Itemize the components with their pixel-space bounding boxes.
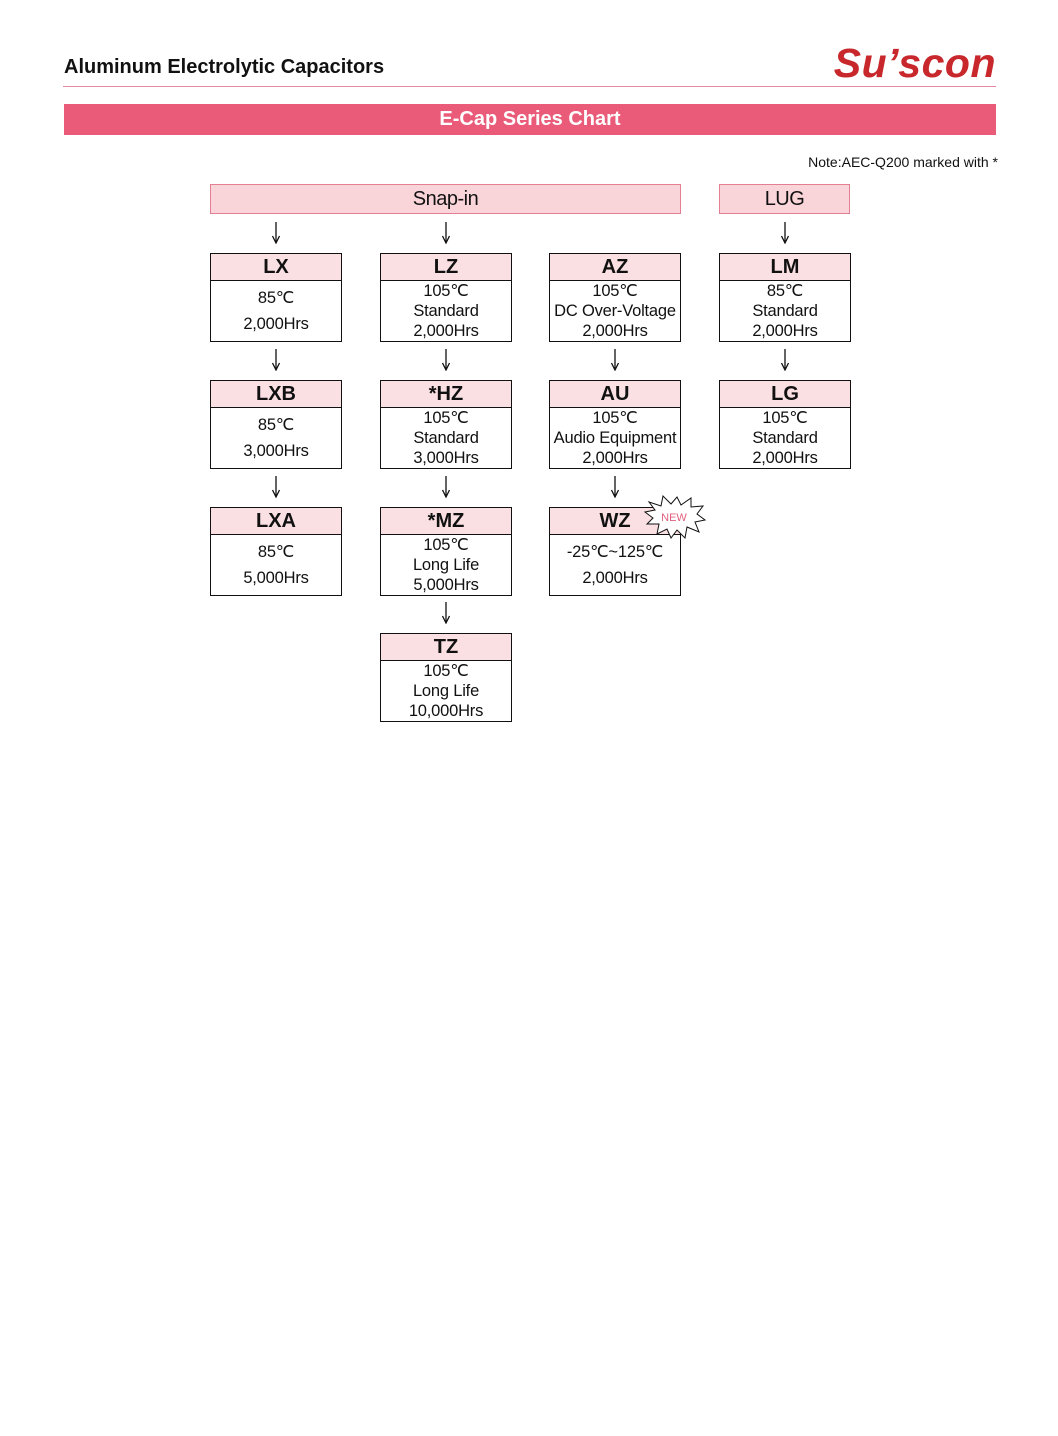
spec-line: Standard — [413, 429, 479, 447]
spec-line: 2,000Hrs — [582, 322, 648, 340]
flow-arrow-icon — [610, 349, 620, 372]
spec-line: 2,000Hrs — [582, 569, 648, 587]
spec-line: 105℃ — [592, 282, 638, 300]
series-specs: 105℃ Standard 2,000Hrs — [720, 408, 850, 468]
document-title: Aluminum Electrolytic Capacitors — [64, 56, 385, 78]
series-name: TZ — [381, 634, 511, 661]
flow-arrow-icon — [441, 222, 451, 245]
spec-line: 2,000Hrs — [243, 315, 309, 333]
spec-line: 3,000Hrs — [413, 449, 479, 467]
spec-line: 85℃ — [257, 543, 295, 561]
spec-line: 5,000Hrs — [413, 576, 479, 594]
series-name: LZ — [381, 254, 511, 281]
spec-line: 85℃ — [257, 416, 295, 434]
flow-arrow-icon — [610, 476, 620, 499]
series-name: LM — [720, 254, 850, 281]
flow-arrow-icon — [441, 476, 451, 499]
series-name: LX — [211, 254, 341, 281]
series-name: *HZ — [381, 381, 511, 408]
spec-line: 10,000Hrs — [408, 702, 484, 720]
spec-line: Standard — [752, 302, 818, 320]
series-box: LXA 85℃ 5,000Hrs — [210, 507, 342, 596]
spec-line: 2,000Hrs — [413, 322, 479, 340]
aec-note: Note:AEC-Q200 marked with * — [808, 154, 998, 170]
spec-line: -25℃~125℃ — [566, 543, 664, 561]
series-name: LXB — [211, 381, 341, 408]
spec-line: Long Life — [412, 682, 480, 700]
series-box: LX 85℃ 2,000Hrs — [210, 253, 342, 342]
spec-line: DC Over-Voltage — [554, 302, 676, 320]
brand-logo: Su’scon — [833, 40, 996, 86]
series-specs: 85℃ 2,000Hrs — [211, 281, 341, 341]
series-specs: -25℃~125℃ 2,000Hrs — [550, 535, 680, 595]
spec-line: 3,000Hrs — [243, 442, 309, 460]
spec-line: Audio Equipment — [553, 429, 677, 447]
series-specs: 85℃ 5,000Hrs — [211, 535, 341, 595]
spec-line: 105℃ — [423, 662, 469, 680]
group-lug: LUG — [719, 184, 850, 214]
spec-line: 105℃ — [592, 409, 638, 427]
series-specs: 105℃ DC Over-Voltage 2,000Hrs — [550, 281, 680, 341]
new-badge-icon: NEW — [641, 494, 707, 540]
series-specs: 105℃ Audio Equipment 2,000Hrs — [550, 408, 680, 468]
header-divider — [63, 86, 996, 87]
series-name: LXA — [211, 508, 341, 535]
flow-arrow-icon — [271, 476, 281, 499]
series-specs: 105℃ Long Life 10,000Hrs — [381, 661, 511, 721]
series-name: *MZ — [381, 508, 511, 535]
spec-line: 5,000Hrs — [243, 569, 309, 587]
spec-line: 2,000Hrs — [752, 449, 818, 467]
flow-arrow-icon — [441, 602, 451, 625]
flow-arrow-icon — [271, 222, 281, 245]
series-specs: 105℃ Long Life 5,000Hrs — [381, 535, 511, 595]
series-specs: 85℃ 3,000Hrs — [211, 408, 341, 468]
spec-line: 85℃ — [257, 289, 295, 307]
flow-arrow-icon — [441, 349, 451, 372]
new-badge-text: NEW — [661, 512, 687, 524]
chart-banner: E-Cap Series Chart — [64, 104, 996, 135]
series-specs: 105℃ Standard 2,000Hrs — [381, 281, 511, 341]
series-specs: 105℃ Standard 3,000Hrs — [381, 408, 511, 468]
series-name: AZ — [550, 254, 680, 281]
spec-line: Standard — [413, 302, 479, 320]
flow-arrow-icon — [780, 349, 790, 372]
series-box: LXB 85℃ 3,000Hrs — [210, 380, 342, 469]
spec-line: 105℃ — [423, 536, 469, 554]
series-name: AU — [550, 381, 680, 408]
group-snap-in: Snap-in — [210, 184, 681, 214]
series-name: LG — [720, 381, 850, 408]
flow-arrow-icon — [271, 349, 281, 372]
spec-line: 85℃ — [766, 282, 804, 300]
series-specs: 85℃ Standard 2,000Hrs — [720, 281, 850, 341]
spec-line: 105℃ — [423, 282, 469, 300]
spec-line: Long Life — [412, 556, 480, 574]
spec-line: 2,000Hrs — [582, 449, 648, 467]
spec-line: 105℃ — [762, 409, 808, 427]
spec-line: 105℃ — [423, 409, 469, 427]
spec-line: 2,000Hrs — [752, 322, 818, 340]
flow-arrow-icon — [780, 222, 790, 245]
spec-line: Standard — [752, 429, 818, 447]
